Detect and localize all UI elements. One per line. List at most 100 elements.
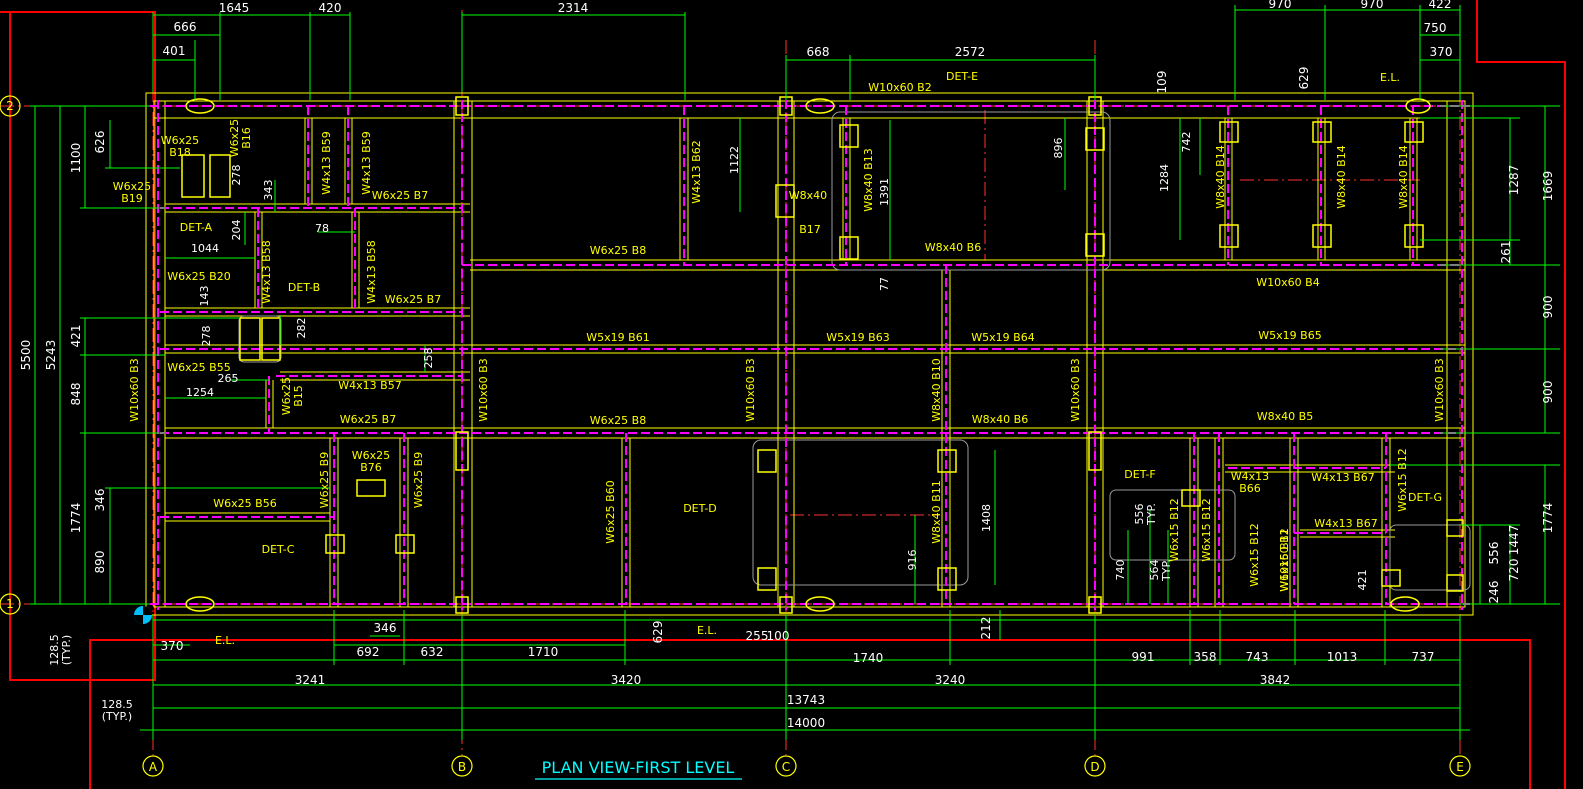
dimension-text: 420 [319, 1, 342, 15]
dimension-text: 421 [69, 325, 83, 348]
dimension-text: 346 [93, 489, 107, 512]
dimension-text: 2572 [955, 45, 986, 59]
beam-label: W10x60 B2 [868, 81, 931, 94]
dimension-text: 916 [906, 550, 919, 571]
dimension-text: 1287 [1507, 165, 1521, 196]
dimension-text: 77 [878, 277, 891, 291]
dimension-text: 737 [1412, 650, 1435, 664]
beam-label: W8x40 B6 [925, 241, 981, 254]
dimension-text: 900 [1541, 296, 1555, 319]
detail-label: DET-C [262, 543, 295, 556]
dimension-text: 128.5(TYP.) [48, 634, 73, 666]
dimension-text: 629 [1297, 67, 1311, 90]
column-marker-icon [134, 606, 152, 624]
dimension-text: 970 [1361, 0, 1384, 11]
dimension-text: 1044 [191, 242, 219, 255]
dimension-text: 370 [161, 639, 184, 653]
dimension-text: 261 [1499, 241, 1513, 264]
beam-label: W6x25 B7 [385, 293, 441, 306]
elevation-label: E.L. [215, 634, 235, 647]
dimension-text: 1774 [69, 503, 83, 534]
dimension-text: 1710 [528, 645, 559, 659]
dimension-text: 1740 [853, 651, 884, 665]
beam-label: W4x13 B62 [690, 140, 703, 203]
dimension-text: 666 [174, 20, 197, 34]
beam-label: W8x40 B14 [1214, 145, 1227, 208]
beam-label: W8x40 B5 [1257, 410, 1313, 423]
dimension-text: 143 [198, 286, 211, 307]
dimension-text: 720 [1507, 559, 1521, 582]
dimension-text: 1408 [980, 504, 993, 532]
grid-label: 2 [6, 99, 14, 113]
dimension-text: 212 [979, 617, 993, 640]
dimension-text: 246 [1487, 581, 1501, 604]
dimension-text: 278 [200, 326, 213, 347]
dimension-text: 5243 [44, 340, 58, 371]
beam-label: W6x25B15 [280, 377, 305, 415]
beam-label: W8x40 B13 [862, 148, 875, 211]
beam-label: W10x60 B3 [1433, 358, 1446, 421]
beam-label: W6x25 B56 [213, 497, 276, 510]
beam-label: W4x13 B58 [260, 240, 273, 303]
beam-label: W8x40 [789, 189, 827, 202]
dimension-text: 1013 [1327, 650, 1358, 664]
elevation-label: E.L. [697, 624, 717, 637]
beam-label: W10x60 B3 [1069, 358, 1082, 421]
dimension-text: 278 [230, 165, 243, 186]
dimension-text: 346 [374, 621, 397, 635]
beam-label: W4x13 B59 [360, 131, 373, 194]
beam-label: W8x40 B14 [1397, 145, 1410, 208]
dimension-text: 970 [1269, 0, 1292, 11]
dimension-text: 1254 [186, 386, 214, 399]
beam-centerlines [150, 100, 1470, 610]
dimension-text: 1100 [69, 143, 83, 174]
beam-label: W6x15 B12 [1278, 528, 1291, 591]
dimension-text: 3241 [295, 673, 326, 687]
beam-label: W6x25 B9 [412, 452, 425, 508]
dimension-text: 14000 [787, 716, 825, 730]
drawing-title: PLAN VIEW-FIRST LEVEL [542, 758, 735, 777]
dimension-text: 556 [1487, 542, 1501, 565]
elevation-label: E.L. [1380, 71, 1400, 84]
dimension-text: 421 [1356, 570, 1369, 591]
dimension-text: 750 [1424, 21, 1447, 35]
beam-label: W4x13 B67 [1311, 471, 1374, 484]
dimension-text: 422 [1429, 0, 1452, 11]
beam-label: W5x19 B61 [586, 331, 649, 344]
dimension-text: 255 [746, 629, 769, 643]
detail-label: DET-E [946, 70, 978, 83]
detail-label: DET-A [180, 221, 213, 234]
beam-label: W6x15 B12 [1168, 498, 1181, 561]
beam-label: W8x40 B11 [930, 480, 943, 543]
beam-label: W5x19 B63 [826, 331, 889, 344]
beam-label: W6x25 B7 [372, 189, 428, 202]
beam-label: W6x25 B60 [604, 480, 617, 543]
beam-label: W8x40 B6 [972, 413, 1028, 426]
beam-label: W10x60 B4 [1256, 276, 1319, 289]
beam-label: W6x25 B7 [340, 413, 396, 426]
beam-label: W10x60 B3 [744, 358, 757, 421]
beam-label: W4x13 B57 [338, 379, 401, 392]
dimension-text: 5500 [19, 340, 33, 371]
dimension-text: 740 [1114, 560, 1127, 581]
dimension-text: 109 [1155, 71, 1169, 94]
dimension-text: 128.5(TYP.) [101, 698, 133, 723]
beam-label: W6x25 B55 [167, 361, 230, 374]
dimension-text: 900 [1541, 381, 1555, 404]
dimension-text: 343 [262, 180, 275, 201]
grid-label: 1 [6, 597, 14, 611]
beam-label: W6x25B16 [228, 119, 253, 157]
detail-boxes [238, 111, 1471, 591]
dimension-text: 3420 [611, 673, 642, 687]
dimension-text: 632 [421, 645, 444, 659]
dimension-text: 556TYP. [1133, 503, 1158, 526]
steel-framing [145, 92, 1474, 616]
beam-label: W6x25 B9 [318, 452, 331, 508]
dimension-text: 991 [1132, 650, 1155, 664]
beam-label: W6x25 B20 [167, 270, 230, 283]
dimension-text: 1645 [219, 1, 250, 15]
dimension-text: 629 [651, 621, 665, 644]
beam-label: W10x60 B3 [477, 358, 490, 421]
